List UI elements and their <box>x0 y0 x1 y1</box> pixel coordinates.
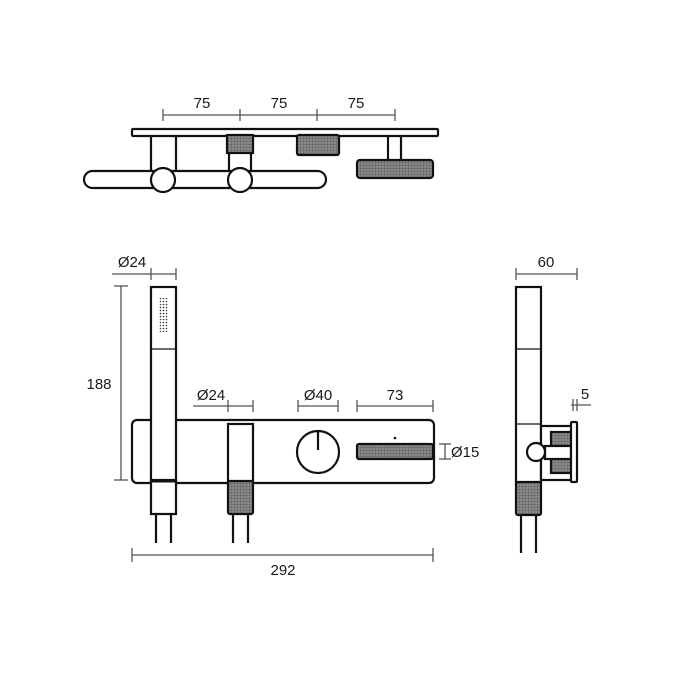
dim-label-75-c: 75 <box>348 95 365 112</box>
lever-diameter-dim: Ø15 <box>439 443 479 461</box>
dim-label-75-a: 75 <box>194 95 211 112</box>
outlet-holder <box>226 422 255 484</box>
outlet-knurl <box>226 479 255 516</box>
wall-plate-side <box>569 420 579 484</box>
dim-label-overall-width: 292 <box>270 562 295 579</box>
lever-handle <box>355 442 435 461</box>
dim-label-depth: 60 <box>538 254 555 271</box>
depth-dim: 60 <box>515 254 578 280</box>
wall-plate-top <box>130 127 440 138</box>
handshower-spray-face <box>159 298 168 332</box>
side-connector-circle <box>525 441 547 463</box>
top-dimension-line: 75 75 75 <box>162 95 396 121</box>
lever-length-dim: 73 <box>356 387 434 412</box>
handshower-diameter-dim: Ø24 <box>112 254 177 280</box>
dial-knurl-top <box>295 133 341 157</box>
connector-circle-b <box>226 166 254 194</box>
dim-label-outlet-dia: Ø24 <box>197 387 225 404</box>
height-dim: 188 <box>86 285 128 481</box>
connector-circle-a <box>149 166 177 194</box>
top-view: 75 75 75 <box>82 95 440 194</box>
outlet-diameter-dim: Ø24 <box>193 387 254 412</box>
side-knurl-upper <box>549 430 573 448</box>
handshower-bar-top <box>82 169 328 190</box>
dim-label-75-b: 75 <box>271 95 288 112</box>
dim-label-plate-thickness: 5 <box>581 386 589 403</box>
dim-label-handshower-dia: Ø24 <box>118 254 146 271</box>
dim-label-dial-dia: Ø40 <box>304 387 332 404</box>
lever-knurl-top <box>355 158 435 180</box>
dim-label-lever-dia: Ø15 <box>451 444 479 461</box>
side-view: 60 5 <box>514 254 591 553</box>
dim-label-lever-length: 73 <box>387 387 404 404</box>
front-view: Ø24 188 Ø24 <box>86 254 479 579</box>
plate-thickness-dim: 5 <box>571 386 591 411</box>
outlet-knurl-top <box>225 133 255 155</box>
overall-width-dim: 292 <box>131 548 434 579</box>
side-knurl-lower <box>549 457 573 475</box>
side-outlet-knurl <box>514 480 543 517</box>
dim-label-height: 188 <box>86 376 111 393</box>
dial-diameter-dim: Ø40 <box>297 387 339 412</box>
